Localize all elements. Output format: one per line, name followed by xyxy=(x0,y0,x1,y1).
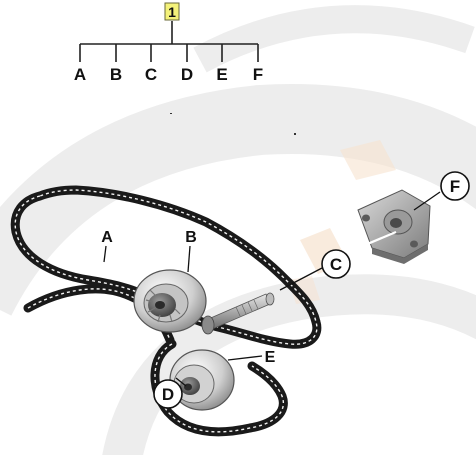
callout-circle-c: C xyxy=(321,249,351,279)
tree-label-e: E xyxy=(216,65,227,84)
index-tree: 1 A B C D E F xyxy=(74,2,263,84)
callout-circle-d: D xyxy=(153,379,183,409)
tree-label-a: A xyxy=(74,65,86,84)
stray-mark xyxy=(170,113,172,114)
callout-label-d: D xyxy=(162,385,174,404)
mounting-bracket xyxy=(357,189,431,264)
part-number-box xyxy=(164,2,180,21)
part-number-label: 1 xyxy=(168,4,176,20)
tree-label-d: D xyxy=(181,65,193,84)
tree-label-c: C xyxy=(145,65,157,84)
callout-label-e: E xyxy=(265,349,276,366)
tensioner-pulley xyxy=(133,269,207,333)
stray-mark xyxy=(294,133,296,135)
tree-label-b: B xyxy=(110,65,122,84)
tree-label-f: F xyxy=(253,65,263,84)
callout-label-b: B xyxy=(185,229,197,246)
callout-label-f: F xyxy=(450,177,460,196)
lower-belt xyxy=(150,339,288,437)
idler-pulley xyxy=(169,349,235,411)
callout-label-a: A xyxy=(101,229,113,246)
callout-circle-f: F xyxy=(440,171,470,201)
tensioner-bolt xyxy=(201,292,275,335)
callout-label-c: C xyxy=(330,255,342,274)
